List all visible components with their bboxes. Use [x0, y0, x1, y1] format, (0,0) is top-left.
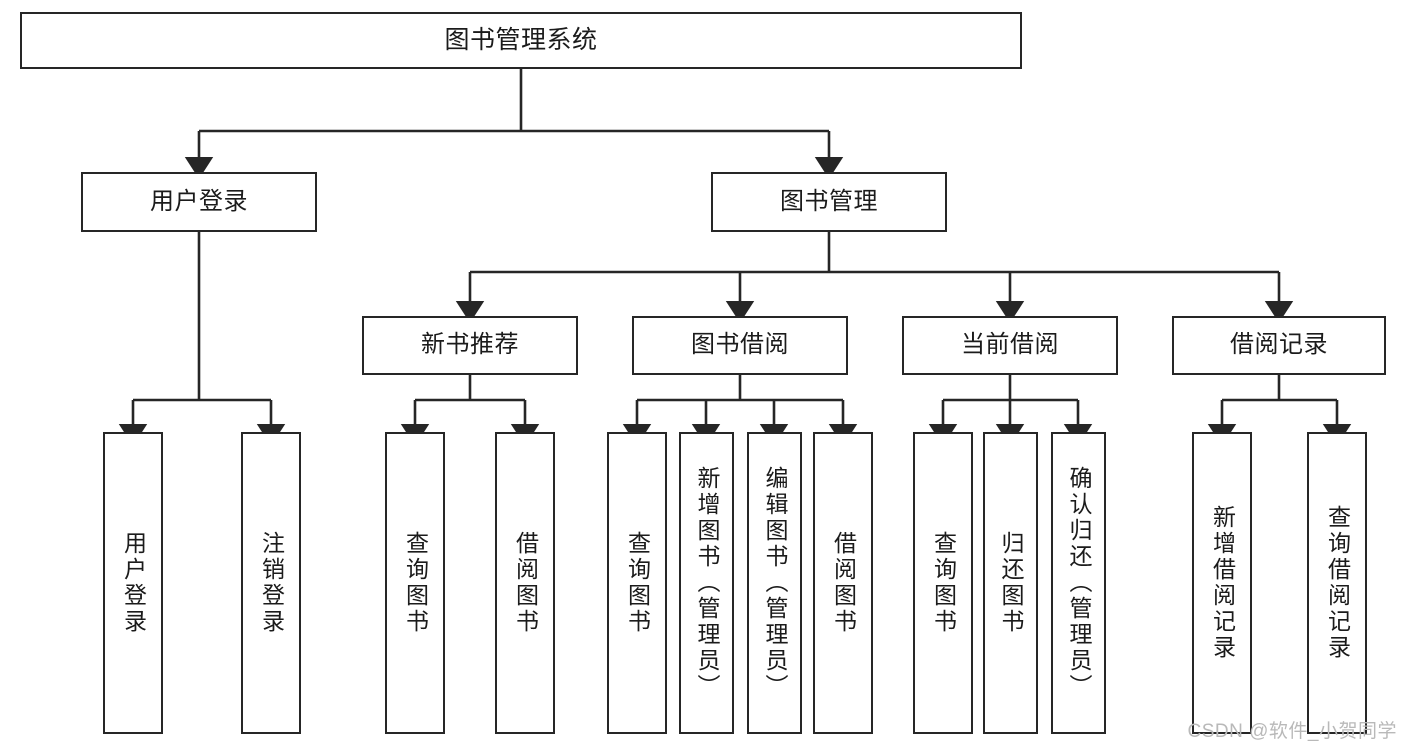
- node-label: 新增图书（管理员）: [694, 466, 720, 700]
- node-book-management[interactable]: 图书管理: [711, 172, 947, 232]
- node-label: 编辑图书（管理员）: [762, 466, 788, 700]
- node-label: 借阅图书: [512, 531, 539, 635]
- leaf-edit-book-admin[interactable]: 编辑图书（管理员）: [747, 432, 802, 734]
- node-current-borrow[interactable]: 当前借阅: [902, 316, 1118, 375]
- node-new-book-recommend[interactable]: 新书推荐: [362, 316, 578, 375]
- leaf-query-book-borrow[interactable]: 查询图书: [607, 432, 667, 734]
- node-label: 确认归还（管理员）: [1066, 466, 1092, 700]
- node-label: 新增借阅记录: [1209, 505, 1236, 661]
- node-label: 注销登录: [258, 531, 285, 635]
- leaf-add-book-admin[interactable]: 新增图书（管理员）: [679, 432, 734, 734]
- leaf-add-borrow-record[interactable]: 新增借阅记录: [1192, 432, 1252, 734]
- node-label: 用户登录: [150, 187, 248, 215]
- node-label: 查询借阅记录: [1324, 505, 1351, 661]
- node-user-login[interactable]: 用户登录: [81, 172, 317, 232]
- node-label: 新书推荐: [421, 331, 519, 359]
- node-label: 用户登录: [120, 531, 147, 635]
- node-label: 图书借阅: [691, 331, 789, 359]
- csdn-watermark: CSDN @软件_小贺同学: [1187, 721, 1397, 742]
- node-label: 借阅图书: [830, 531, 857, 635]
- node-label: 查询图书: [930, 531, 957, 635]
- node-label: 查询图书: [402, 531, 429, 635]
- leaf-return-book[interactable]: 归还图书: [983, 432, 1038, 734]
- leaf-borrow-book-recommend[interactable]: 借阅图书: [495, 432, 555, 734]
- leaf-confirm-return-admin[interactable]: 确认归还（管理员）: [1051, 432, 1106, 734]
- node-label: 当前借阅: [961, 331, 1059, 359]
- leaf-query-book-recommend[interactable]: 查询图书: [385, 432, 445, 734]
- node-label: 图书管理: [780, 187, 878, 215]
- node-root-system[interactable]: 图书管理系统: [20, 12, 1022, 69]
- leaf-query-book-current[interactable]: 查询图书: [913, 432, 973, 734]
- node-label: 图书管理系统: [444, 25, 598, 54]
- node-label: 借阅记录: [1230, 331, 1328, 359]
- leaf-query-borrow-record[interactable]: 查询借阅记录: [1307, 432, 1367, 734]
- leaf-logout[interactable]: 注销登录: [241, 432, 301, 734]
- node-label: 查询图书: [624, 531, 651, 635]
- leaf-user-login[interactable]: 用户登录: [103, 432, 163, 734]
- node-label: 归还图书: [998, 531, 1024, 635]
- node-borrow-records[interactable]: 借阅记录: [1172, 316, 1386, 375]
- leaf-borrow-book-borrow[interactable]: 借阅图书: [813, 432, 873, 734]
- node-book-borrow[interactable]: 图书借阅: [632, 316, 848, 375]
